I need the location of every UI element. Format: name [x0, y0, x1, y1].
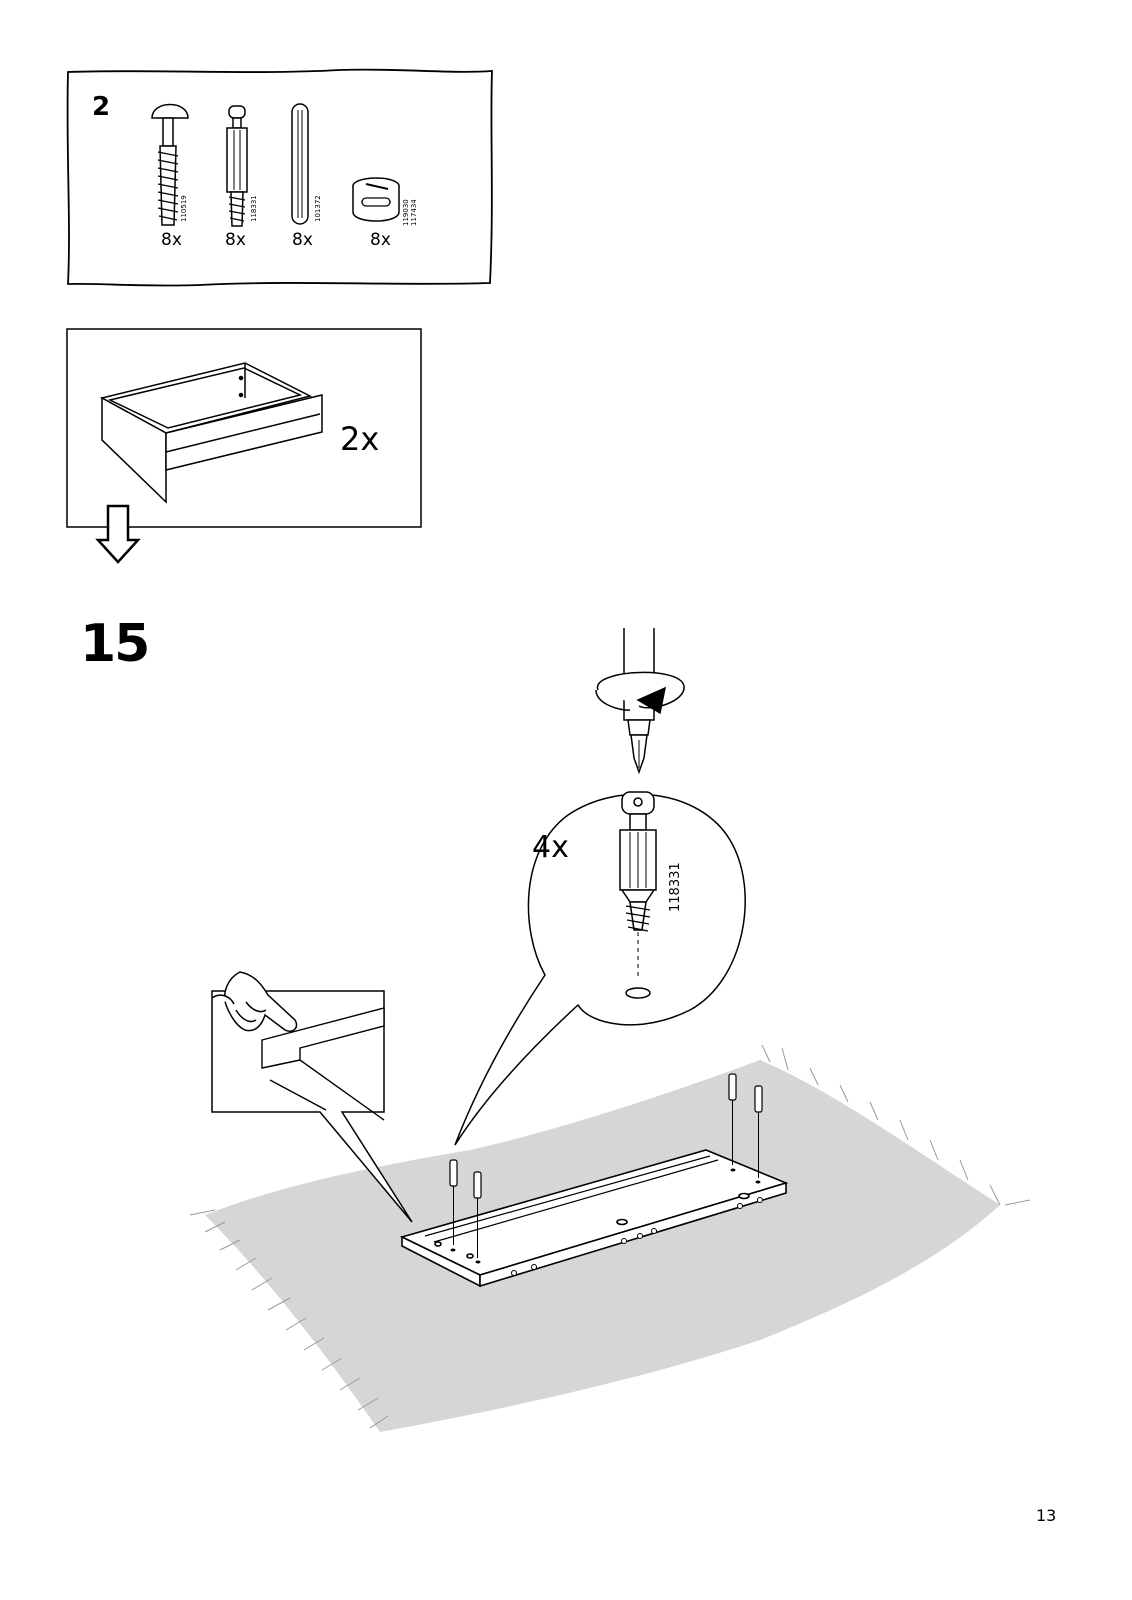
hand-detail-callout — [211, 971, 413, 1223]
cam-lock-icon — [352, 177, 400, 222]
part-code-117434: 117434 — [410, 199, 418, 226]
board-panel — [399, 1149, 789, 1288]
part-code-101372: 101372 — [314, 195, 322, 222]
screw-bolt-icon — [151, 103, 189, 226]
down-arrow-icon — [95, 504, 141, 564]
part-code-118331: 118331 — [250, 195, 258, 222]
wooden-dowel-icon — [291, 103, 309, 225]
part-qty-118331: 8x — [225, 230, 246, 250]
part-qty-110519: 8x — [161, 230, 182, 250]
drawer-box-frame — [66, 328, 422, 528]
step-number: 15 — [80, 614, 150, 674]
parts-step-number: 2 — [92, 92, 111, 122]
part-code-119030: 119030 — [402, 199, 410, 226]
drawer-qty: 2x — [340, 420, 380, 458]
pointing-hand-icon — [211, 971, 298, 1032]
parts-box-frame — [66, 68, 493, 287]
page-number: 13 — [1036, 1506, 1057, 1525]
part-qty-cam-lock: 8x — [370, 230, 391, 250]
cam-pin-qty: 4x — [532, 830, 569, 865]
cam-pin-code: 118331 — [668, 862, 683, 912]
drawer-icon — [99, 362, 323, 504]
rotate-arrow-icon — [595, 671, 685, 715]
part-code-110519: 110519 — [180, 195, 188, 222]
cam-pin-large-icon — [619, 791, 657, 999]
zoom-callout — [454, 793, 746, 1146]
part-qty-101372: 8x — [292, 230, 313, 250]
cam-pins-inserted — [449, 1073, 763, 1258]
cam-pin-icon — [226, 105, 248, 227]
